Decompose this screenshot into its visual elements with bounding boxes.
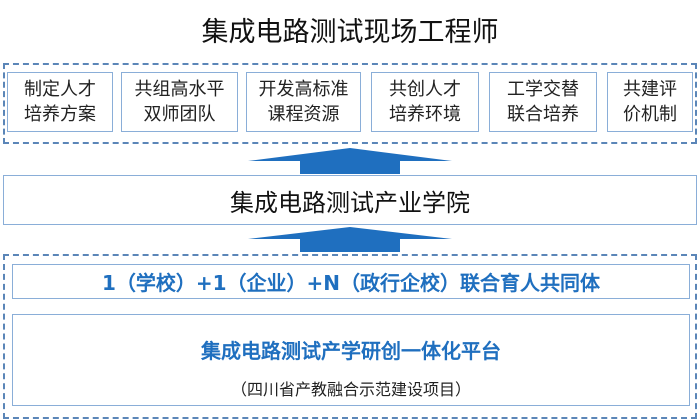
measure-line: 开发高标准: [258, 79, 349, 100]
platform-box: 集成电路测试产学研创一体化平台 （四川省产教融合示范建设项目）: [12, 314, 690, 406]
industry-college-box: 集成电路测试产业学院: [3, 175, 697, 225]
platform-title: 集成电路测试产学研创一体化平台: [201, 339, 501, 363]
measure-line: 培养环境: [389, 104, 461, 125]
measure-box-4: 共创人才培养环境: [371, 72, 479, 132]
platform-subtitle: （四川省产教融合示范建设项目）: [230, 380, 471, 399]
measure-box-3: 开发高标准课程资源: [246, 72, 361, 132]
measure-line: 课程资源: [267, 104, 340, 125]
measure-line: 制定人才: [24, 79, 96, 100]
measure-box-6: 共建评价机制: [607, 72, 693, 132]
measure-line: 联合培养: [507, 104, 579, 125]
measure-line: 工学交替: [507, 79, 579, 100]
community-box: 1（学校）+1（企业）+N（政行企校）联合育人共同体: [12, 264, 690, 299]
measure-line: 双师团队: [143, 104, 216, 125]
measure-line: 共组高水平: [134, 79, 225, 100]
measures-group: [3, 63, 697, 144]
measure-line: 共创人才: [389, 79, 461, 100]
measure-box-2: 共组高水平双师团队: [121, 72, 238, 132]
measure-line: 共建评: [623, 79, 677, 100]
measure-line: 培养方案: [24, 104, 96, 125]
up-arrow-icon: [248, 148, 452, 174]
diagram-title: 集成电路测试现场工程师: [201, 17, 499, 48]
up-arrow-icon: [248, 227, 452, 252]
measure-box-5: 工学交替联合培养: [489, 72, 597, 132]
measure-box-1: 制定人才培养方案: [7, 72, 113, 132]
measure-line: 价机制: [623, 104, 677, 125]
